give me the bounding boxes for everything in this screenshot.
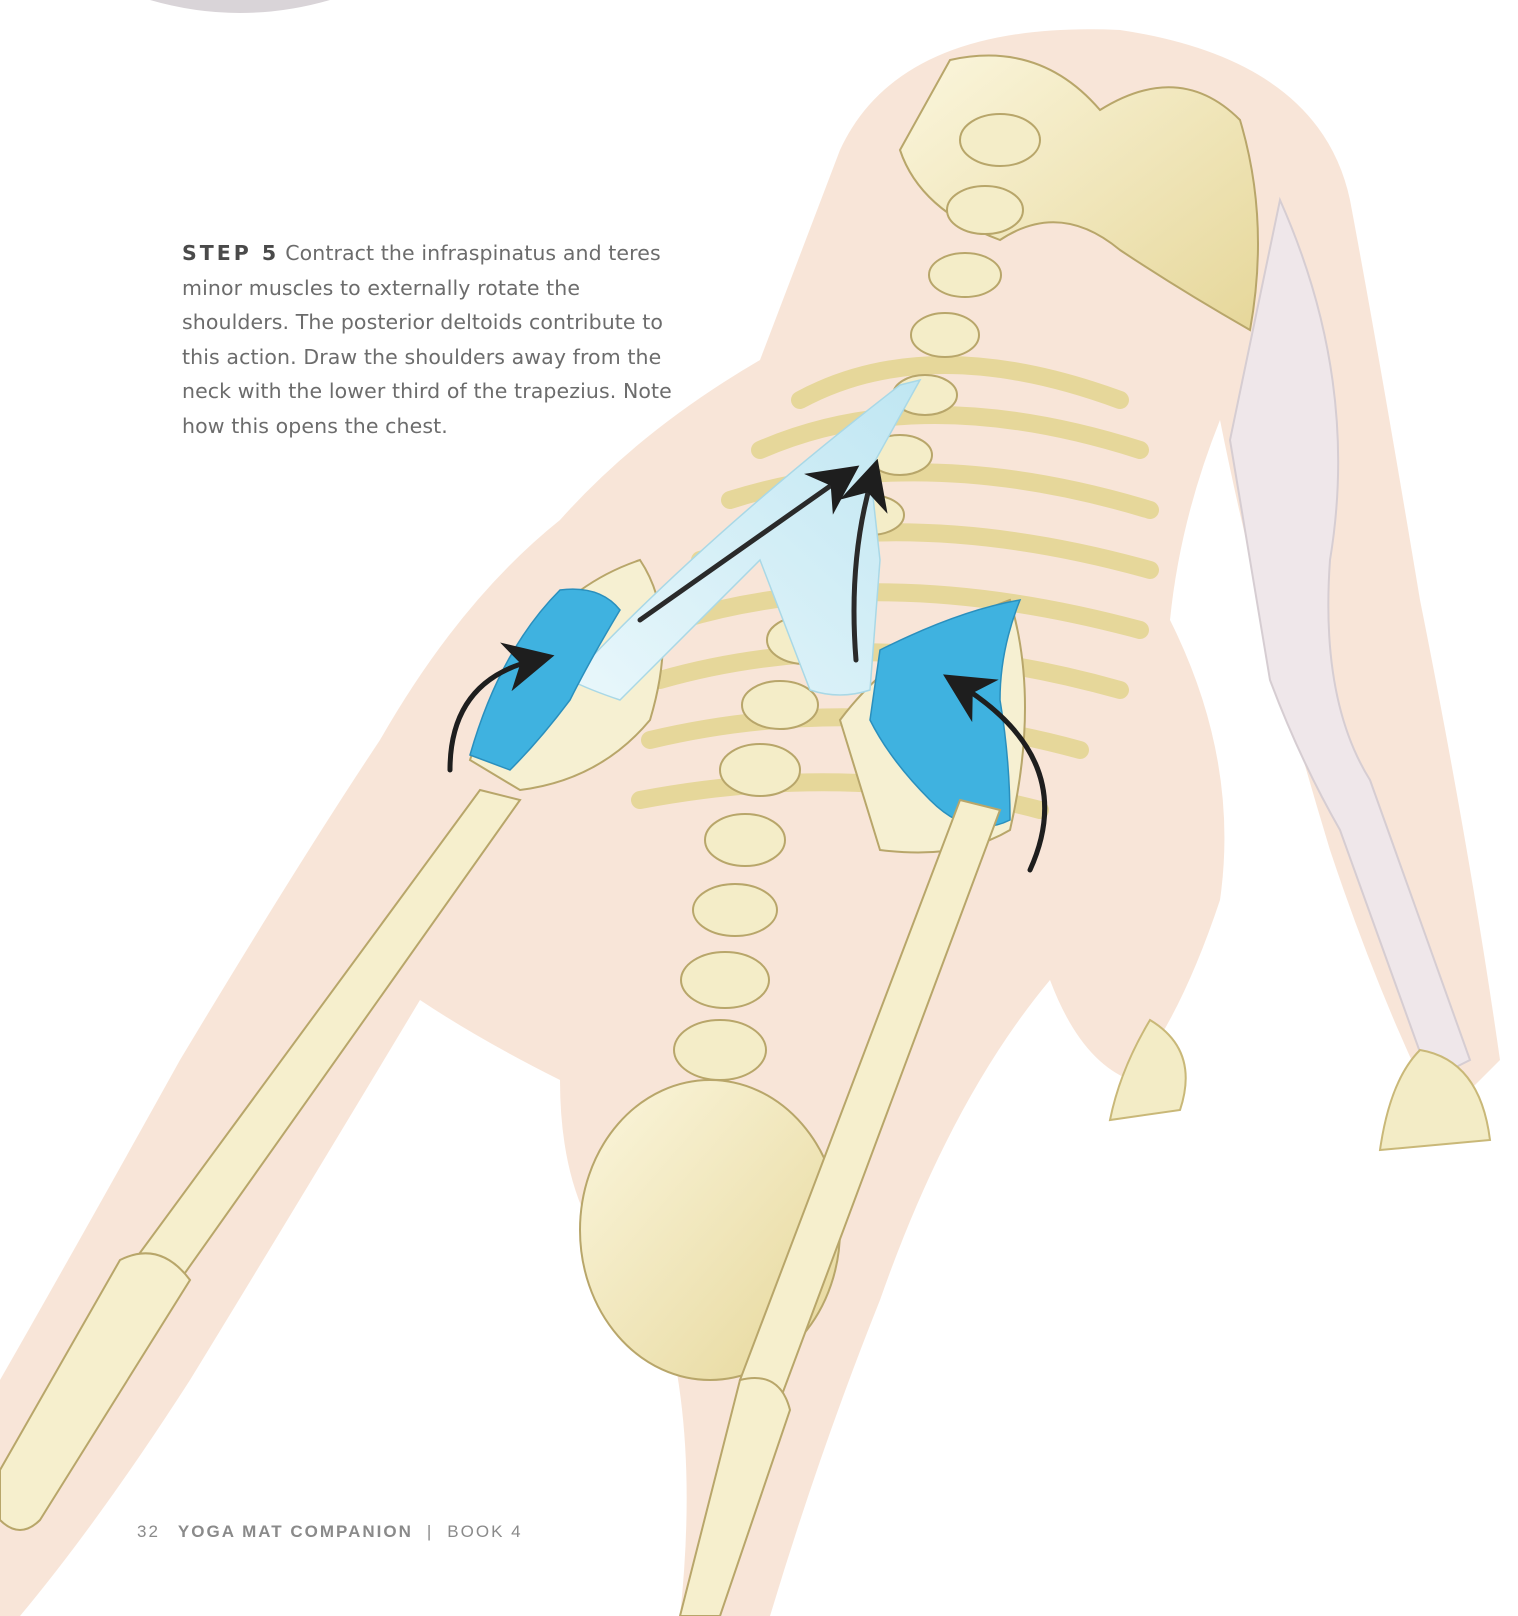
page-footer: 32 YOGA MAT COMPANION | BOOK 4 <box>137 1522 523 1542</box>
book-title: YOGA MAT COMPANION <box>178 1522 413 1541</box>
circle-fragment <box>150 0 330 13</box>
page-number: 32 <box>137 1522 160 1541</box>
book-volume: BOOK 4 <box>447 1522 522 1541</box>
step-label: STEP 5 <box>182 241 279 265</box>
footer-separator: | <box>427 1522 433 1541</box>
step-text: Contract the infraspinatus and teres min… <box>182 241 672 438</box>
